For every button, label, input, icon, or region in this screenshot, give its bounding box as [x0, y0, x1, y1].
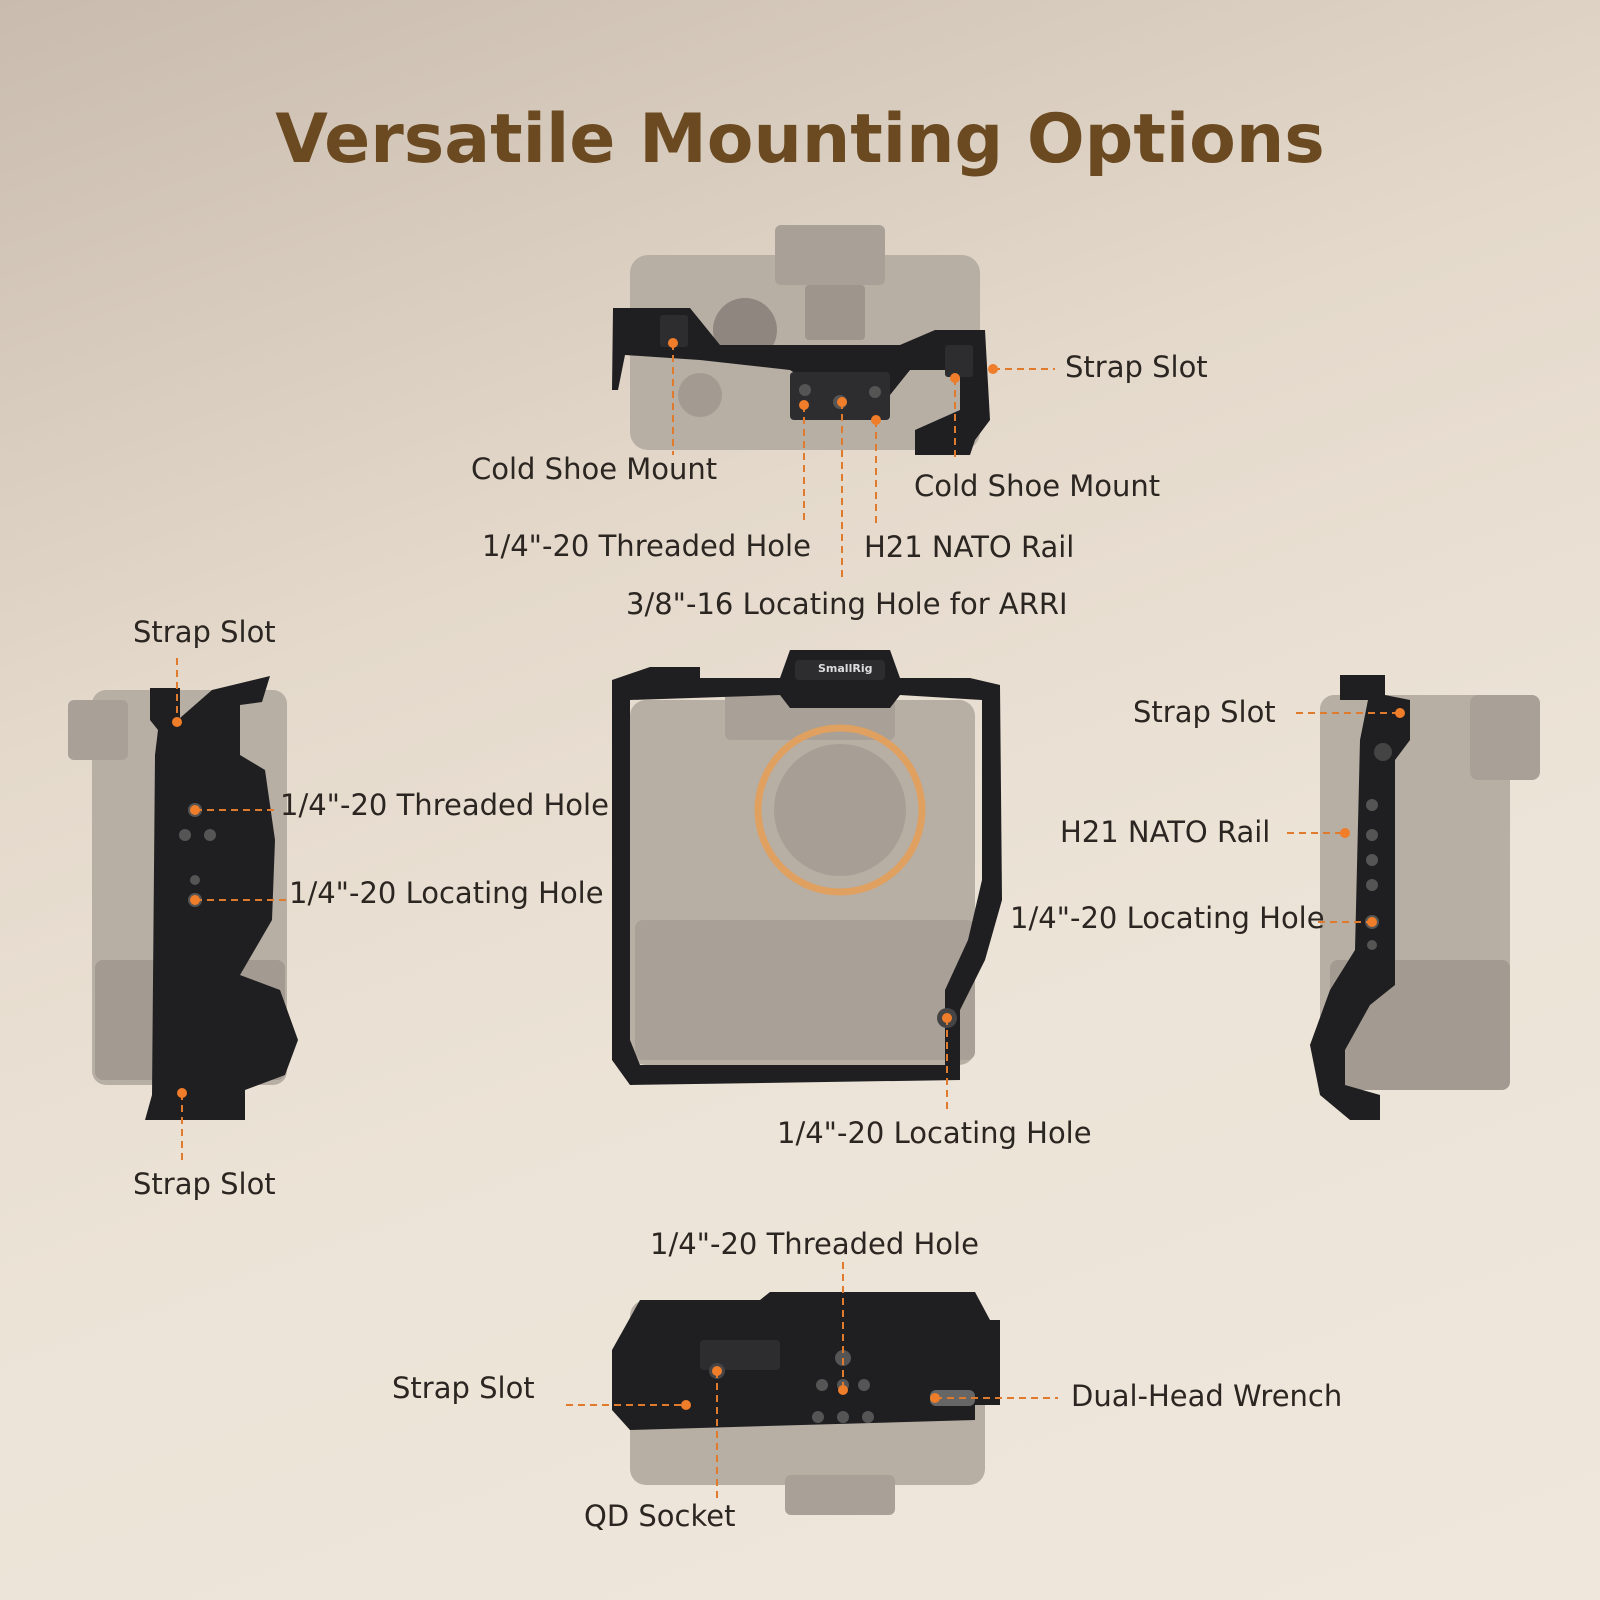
bottom-threaded-hole-label: 1/4"-20 Threaded Hole — [650, 1227, 979, 1261]
right-locating-hole-label: 1/4"-20 Locating Hole — [1010, 901, 1325, 935]
right-strap-slot-label: Strap Slot — [1133, 695, 1276, 729]
front-view-leads — [942, 1013, 952, 1112]
left-view-leads — [172, 658, 286, 1160]
top-threaded-hole-label: 1/4"-20 Threaded Hole — [482, 529, 811, 563]
top-nato-rail-label: H21 NATO Rail — [864, 530, 1075, 564]
bottom-qd-socket-label: QD Socket — [584, 1499, 736, 1533]
bottom-view-leads — [566, 1262, 1058, 1498]
left-locating-hole-label: 1/4"-20 Locating Hole — [289, 876, 604, 910]
page-title: Versatile Mounting Options — [275, 100, 1325, 179]
top-view-cage — [612, 308, 990, 455]
bottom-wrench-label: Dual-Head Wrench — [1071, 1379, 1343, 1413]
left-strap-slot-bottom-label: Strap Slot — [133, 1167, 276, 1201]
top-cold-shoe-left-label: Cold Shoe Mount — [471, 452, 718, 486]
left-strap-slot-top-label: Strap Slot — [133, 615, 276, 649]
bottom-strap-slot-label: Strap Slot — [392, 1371, 535, 1405]
right-nato-rail-label: H21 NATO Rail — [1060, 815, 1271, 849]
front-locating-hole-label: 1/4"-20 Locating Hole — [777, 1116, 1092, 1150]
top-cold-shoe-right-label: Cold Shoe Mount — [914, 469, 1161, 503]
right-view-leads — [1287, 708, 1405, 927]
front-view-camera — [630, 690, 975, 1065]
top-view-leads — [668, 338, 1055, 580]
left-threaded-hole-label: 1/4"-20 Threaded Hole — [280, 788, 609, 822]
brand-logo: SmallRig — [818, 662, 873, 675]
top-strap-slot-label: Strap Slot — [1065, 350, 1208, 384]
bottom-view-cage — [612, 1292, 1000, 1430]
top-arri-locating-hole-label: 3/8"-16 Locating Hole for ARRI — [626, 587, 1068, 621]
